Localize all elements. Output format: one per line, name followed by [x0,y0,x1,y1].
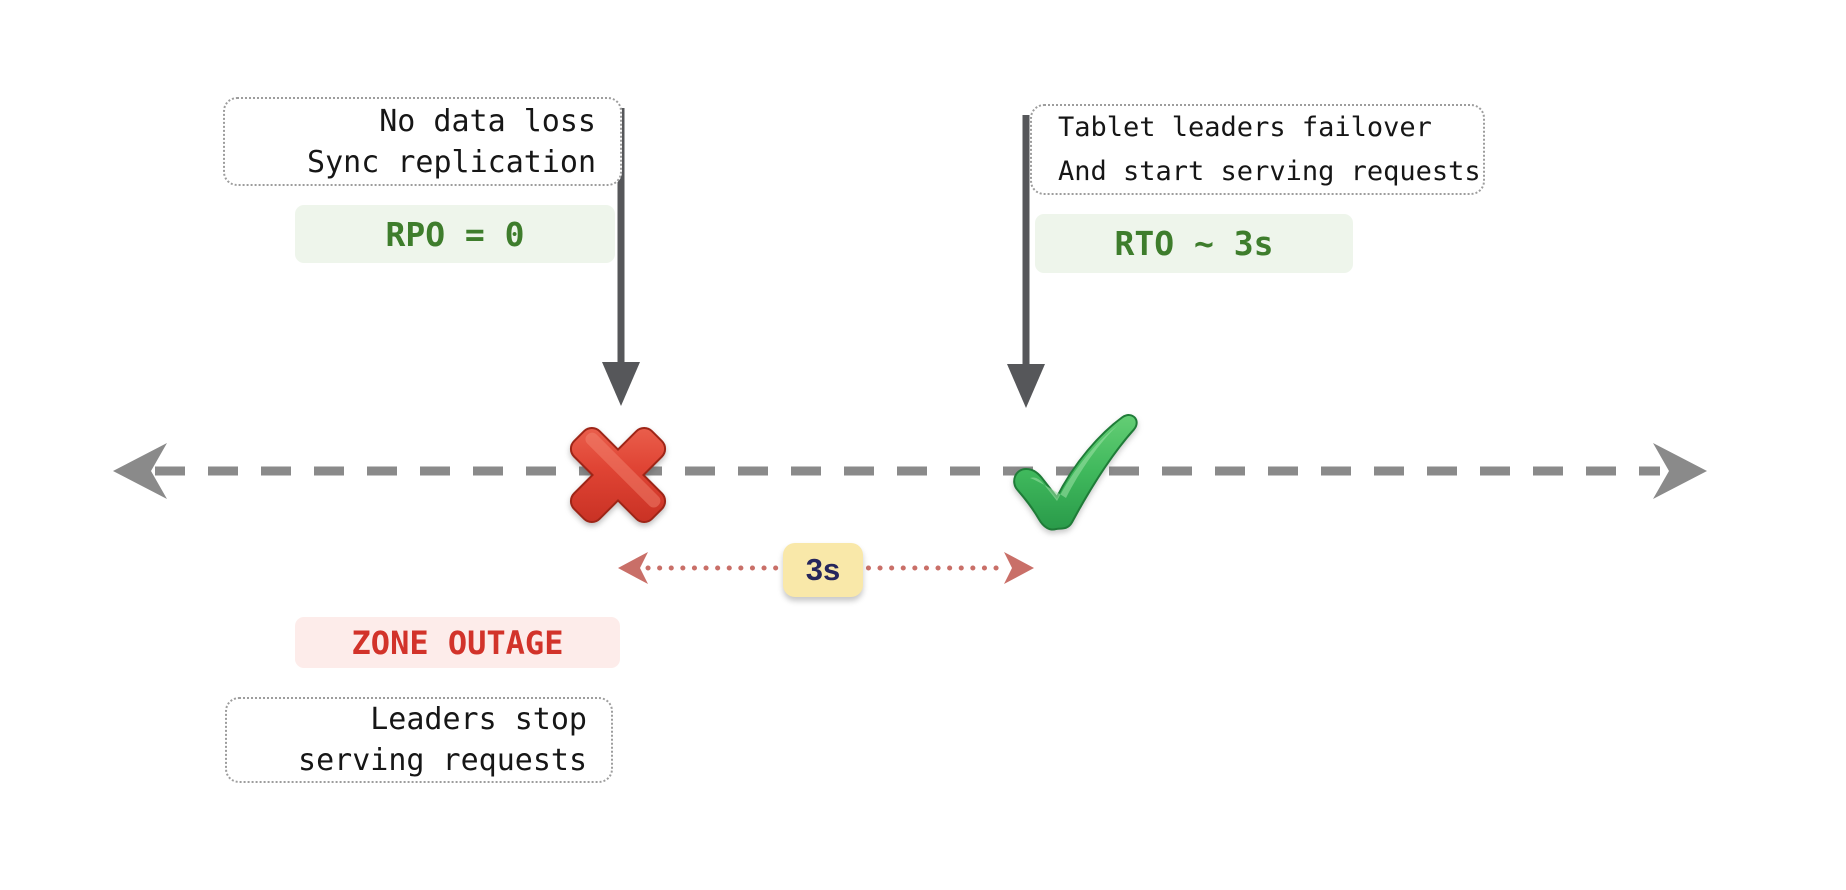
note-line: Leaders stop [370,702,587,737]
rpo-badge: RPO = 0 [295,205,615,263]
note-line: Tablet leaders failover [1058,111,1432,143]
rto-badge: RTO ~ 3s [1035,214,1353,273]
failover-note: Tablet leaders failover And start servin… [1030,104,1485,195]
note-line: serving requests [298,743,587,778]
down-arrow-icon [1007,115,1045,408]
leaders-stop-note: Leaders stop serving requests [225,697,613,783]
check-mark-icon [1010,408,1142,540]
dotted-double-arrow-icon [618,552,1034,584]
note-line: Sync replication [307,144,596,180]
cross-mark-icon [556,413,680,537]
dashed-double-arrow-timeline-icon [113,443,1707,499]
note-line: And start serving requests [1058,155,1481,187]
duration-badge: 3s [783,543,863,597]
sync-replication-note: No data loss Sync replication [223,97,622,186]
note-line: No data loss [379,103,596,139]
zone-outage-badge: ZONE OUTAGE [295,617,620,668]
